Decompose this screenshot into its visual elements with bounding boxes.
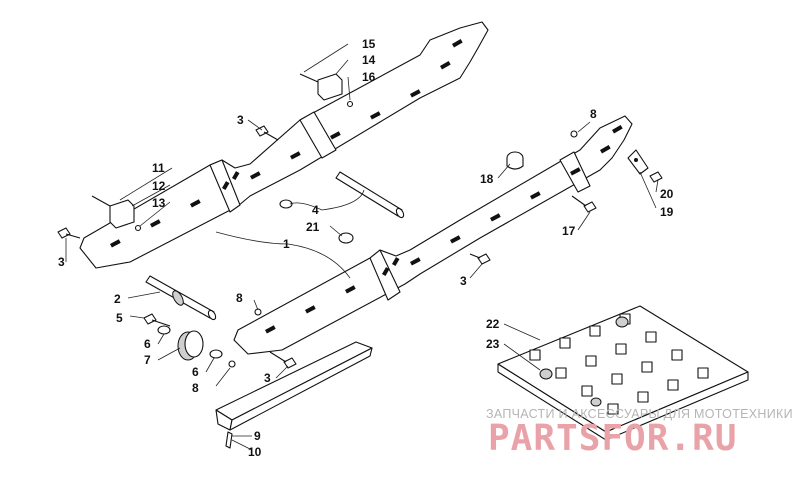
- upper-rail: [79, 21, 489, 269]
- callout-7: 7: [144, 353, 151, 367]
- lower-rail: [233, 115, 633, 355]
- callout-11: 11: [152, 161, 165, 175]
- spacer-18: [506, 151, 524, 170]
- callout-8a: 8: [236, 291, 243, 305]
- bolts: [57, 125, 663, 369]
- washers: [157, 130, 578, 368]
- callout-5: 5: [116, 311, 123, 325]
- callout-4: 4: [312, 203, 319, 217]
- watermark-logo: PARTSFOR.RU: [488, 418, 737, 459]
- callout-3b: 3: [237, 113, 244, 127]
- callout-22: 22: [486, 317, 500, 331]
- watermark-caption: ЗАПЧАСТИ И АКСЕССУАРЫ ДЛЯ МОТОТЕХНИКИ: [486, 407, 793, 421]
- callout-19: 19: [660, 205, 674, 219]
- bracket-19: [627, 149, 649, 175]
- watermark: ЗАПЧАСТИ И АКСЕССУАРЫ ДЛЯ МОТОТЕХНИКИ PA…: [486, 407, 793, 459]
- callout-3d: 3: [264, 371, 271, 385]
- callout-13: 13: [152, 196, 166, 210]
- bumper-block-lower: [91, 195, 142, 232]
- wear-strip: [215, 341, 373, 449]
- callout-1: 1: [283, 237, 290, 251]
- leader-lines: [65, 43, 659, 451]
- callout-9: 9: [254, 429, 261, 443]
- track-clips: [539, 316, 629, 407]
- lower-rail-slots: [265, 125, 623, 334]
- callout-3c: 3: [460, 274, 467, 288]
- callout-8b: 8: [192, 381, 199, 395]
- front-shaft: [145, 275, 217, 321]
- callout-15: 15: [362, 37, 376, 51]
- callout-3a: 3: [58, 255, 65, 269]
- upper-rail-slots: [109, 39, 463, 248]
- callout-12: 12: [152, 179, 166, 193]
- callout-17: 17: [562, 224, 576, 238]
- callout-21: 21: [306, 220, 320, 234]
- callout-6a: 6: [144, 337, 151, 351]
- callout-6b: 6: [192, 365, 199, 379]
- callout-14: 14: [362, 53, 376, 67]
- track-lugs: [529, 313, 709, 415]
- callout-23: 23: [486, 337, 500, 351]
- idler-wheel: [177, 330, 204, 361]
- callout-20: 20: [660, 187, 674, 201]
- callout-18: 18: [480, 172, 494, 186]
- track: [497, 305, 749, 441]
- callout-10: 10: [248, 445, 262, 459]
- callout-8c: 8: [590, 107, 597, 121]
- callout-2: 2: [114, 292, 121, 306]
- callout-16: 16: [362, 70, 376, 84]
- callout-labels: 1 2 3 3 3 3 4 5 6 6 7 8 8 8 9 10 11 12 1…: [58, 37, 674, 459]
- rear-cross-shaft: [335, 171, 405, 219]
